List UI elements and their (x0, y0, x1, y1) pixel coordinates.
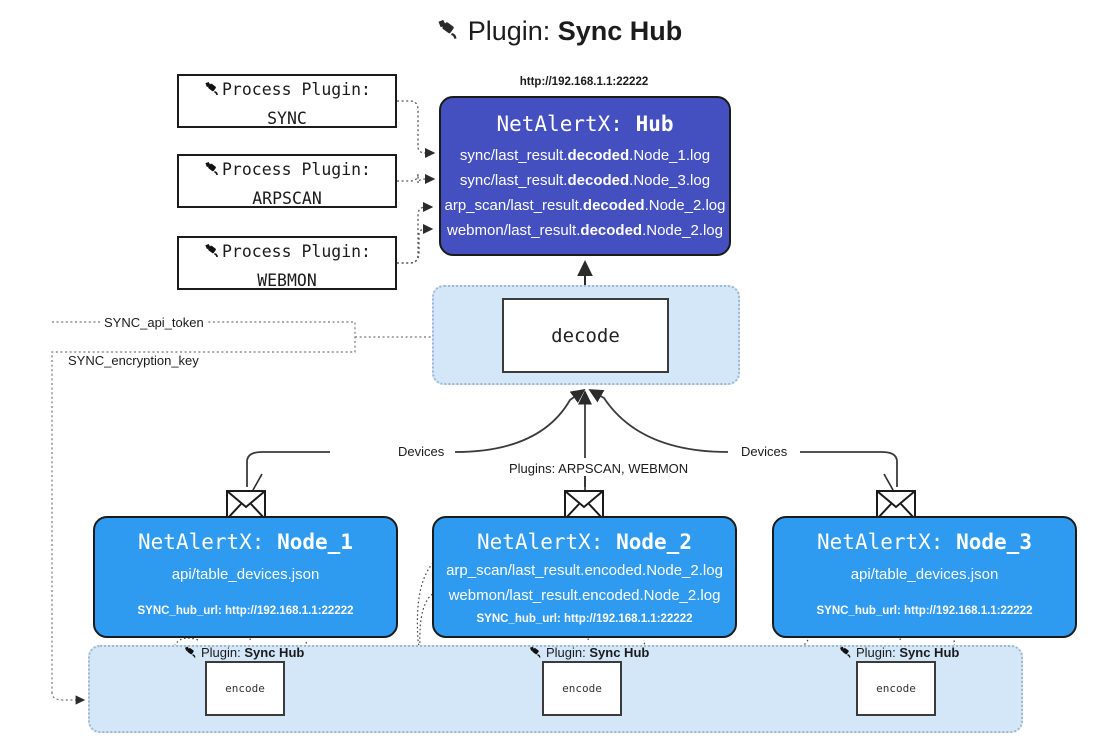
plug-icon (183, 645, 198, 663)
node-hub-url: SYNC_hub_url: http://192.168.1.1:22222 (137, 605, 354, 617)
node-file-list: api/table_devices.json (774, 562, 1075, 587)
plug-icon (838, 645, 853, 663)
node-file-row: webmon/last_result.encoded.Node_2.log (448, 587, 721, 604)
node-file-row: api/table_devices.json (850, 566, 999, 583)
page-title: Plugin: Sync Hub (0, 16, 1117, 50)
node-file-row: api/table_devices.json (171, 566, 320, 583)
envelope-icon (564, 490, 604, 525)
envelope-icon (876, 490, 916, 525)
process-plugin-sync[interactable]: Process Plugin: SYNC (177, 74, 397, 128)
edge-label-devices-right: Devices (737, 444, 792, 459)
plug-icon (435, 17, 461, 50)
plug-icon (203, 160, 221, 186)
encode-box-3[interactable]: encode (856, 661, 936, 716)
node-hub-url: SYNC_hub_url: http://192.168.1.1:22222 (816, 605, 1033, 617)
title-name: Sync Hub (557, 16, 683, 46)
plug-icon (203, 80, 221, 106)
process-plugin-name: ARPSCAN (252, 189, 322, 208)
node-hub-url: SYNC_hub_url: http://192.168.1.1:22222 (476, 613, 693, 625)
process-plugin-line1: Process Plugin: (179, 239, 395, 268)
plug-icon (203, 242, 221, 268)
hub-file-list: sync/last_result.decoded.Node_1.log sync… (441, 143, 729, 243)
plug-icon (528, 645, 543, 663)
process-plugin-name: WEBMON (257, 271, 317, 290)
decode-box[interactable]: decode (502, 298, 669, 373)
setting-encryption-key-label: SYNC_encryption_key (64, 353, 203, 368)
encode-caption-1: Plugin: Sync Hub (183, 645, 304, 663)
setting-api-token-label: SYNC_api_token (100, 315, 208, 330)
edge-label-plugins: Plugins: ARPSCAN, WEBMON (505, 461, 693, 476)
node-card-1[interactable]: NetAlertX: Node_1 api/table_devices.json… (93, 516, 398, 638)
process-plugin-name: SYNC (267, 109, 307, 128)
title-prefix: Plugin: (467, 16, 551, 46)
node-file-list: arp_scan/last_result.encoded.Node_2.log … (434, 558, 735, 608)
edge-label-devices-left: Devices (394, 444, 449, 459)
node-title: NetAlertX: Node_2 (477, 530, 692, 554)
node-card-3[interactable]: NetAlertX: Node_3 api/table_devices.json… (772, 516, 1077, 638)
hub-file-row: sync/last_result.decoded.Node_3.log (459, 172, 711, 189)
process-plugin-line1: Process Plugin: (179, 77, 395, 106)
hub-url-label: http://192.168.1.1:22222 (519, 76, 649, 88)
hub-title: NetAlertX: Hub (496, 112, 674, 136)
encode-caption-3: Plugin: Sync Hub (838, 645, 959, 663)
node-title: NetAlertX: Node_1 (138, 530, 353, 554)
hub-file-row: webmon/last_result.decoded.Node_2.log (447, 222, 723, 239)
process-plugin-line1: Process Plugin: (179, 157, 395, 186)
encode-box-1[interactable]: encode (205, 661, 285, 716)
node-file-row: arp_scan/last_result.encoded.Node_2.log (446, 562, 723, 579)
process-plugin-webmon[interactable]: Process Plugin: WEBMON (177, 236, 397, 290)
encode-caption-2: Plugin: Sync Hub (528, 645, 649, 663)
hub-file-row: arp_scan/last_result.decoded.Node_2.log (444, 197, 726, 214)
node-title: NetAlertX: Node_3 (817, 530, 1032, 554)
node-file-list: api/table_devices.json (95, 562, 396, 587)
process-plugin-arpscan[interactable]: Process Plugin: ARPSCAN (177, 154, 397, 208)
hub-file-row: sync/last_result.decoded.Node_1.log (459, 147, 711, 164)
encode-box-2[interactable]: encode (542, 661, 622, 716)
hub-node[interactable]: NetAlertX: Hub sync/last_result.decoded.… (439, 96, 731, 256)
node-card-2[interactable]: NetAlertX: Node_2 arp_scan/last_result.e… (432, 516, 737, 638)
